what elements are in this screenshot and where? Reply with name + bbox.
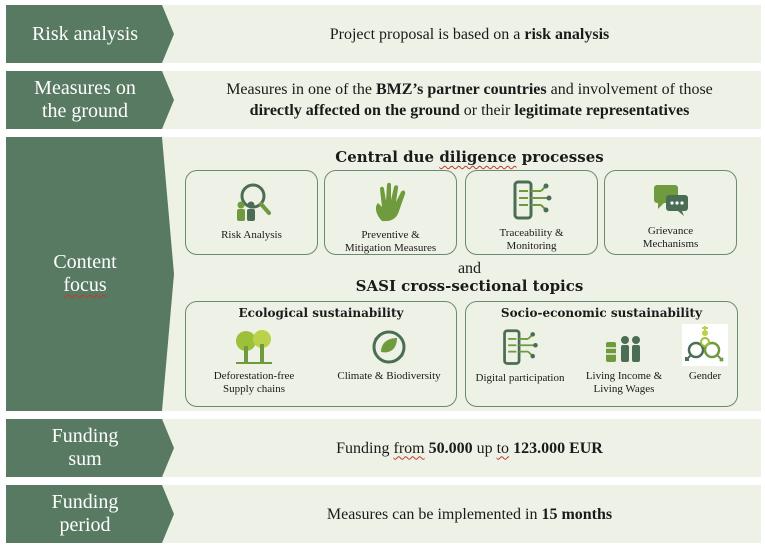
ecological-title: Ecological sustainability [238, 306, 404, 320]
process-traceability: Traceability & Monitoring [465, 170, 598, 255]
measures-content: Measures in one of the BMZ’s partner cou… [226, 81, 713, 119]
eco-item-deforestation: Deforestation-free Supply chains [194, 328, 314, 396]
risk-content: Project proposal is based on a risk anal… [329, 25, 610, 43]
socio-item-living-income: Living Income & Living Wages [576, 328, 672, 396]
hand-stop-icon [375, 182, 405, 222]
smartphone-network-icon [513, 180, 551, 220]
row-risk-analysis: Risk analysis Project proposal is based … [6, 5, 761, 63]
process-preventive: Preventive & Mitigation Measures [324, 170, 457, 255]
socio-group: Socio-economic sustainability Digital pa… [465, 301, 738, 407]
funding-sum-content: Funding from 50.000 up to 123.000 EUR [336, 439, 603, 457]
globe-leaf-icon [372, 330, 406, 364]
risk-magnifier-people-icon [236, 183, 271, 221]
smartphone-network-icon [503, 329, 538, 365]
process-grievance: Grievance Mechanisms [604, 170, 737, 255]
funding-period-content: Measures can be implemented in 15 months [326, 505, 613, 523]
sasi-title: SASI cross-sectional topics [355, 277, 584, 295]
socio-item-digital: Digital participation [472, 328, 568, 385]
risk-label: Risk analysis [6, 5, 174, 63]
central-processes-title: Central due diligence processes [335, 148, 604, 166]
gender-symbols-icon [682, 324, 728, 366]
socio-title: Socio-economic sustainability [500, 306, 703, 320]
socio-item-gender: Gender [676, 324, 734, 383]
trees-icon [236, 330, 272, 364]
chat-bubbles-icon [653, 185, 688, 216]
eco-item-climate: Climate & Biodiversity [326, 328, 452, 383]
and-connector: and [457, 260, 482, 277]
process-risk-analysis: Risk Analysis [185, 170, 318, 255]
ecological-group: Ecological sustainability Deforestation-… [185, 301, 457, 407]
coins-people-icon [606, 336, 640, 362]
